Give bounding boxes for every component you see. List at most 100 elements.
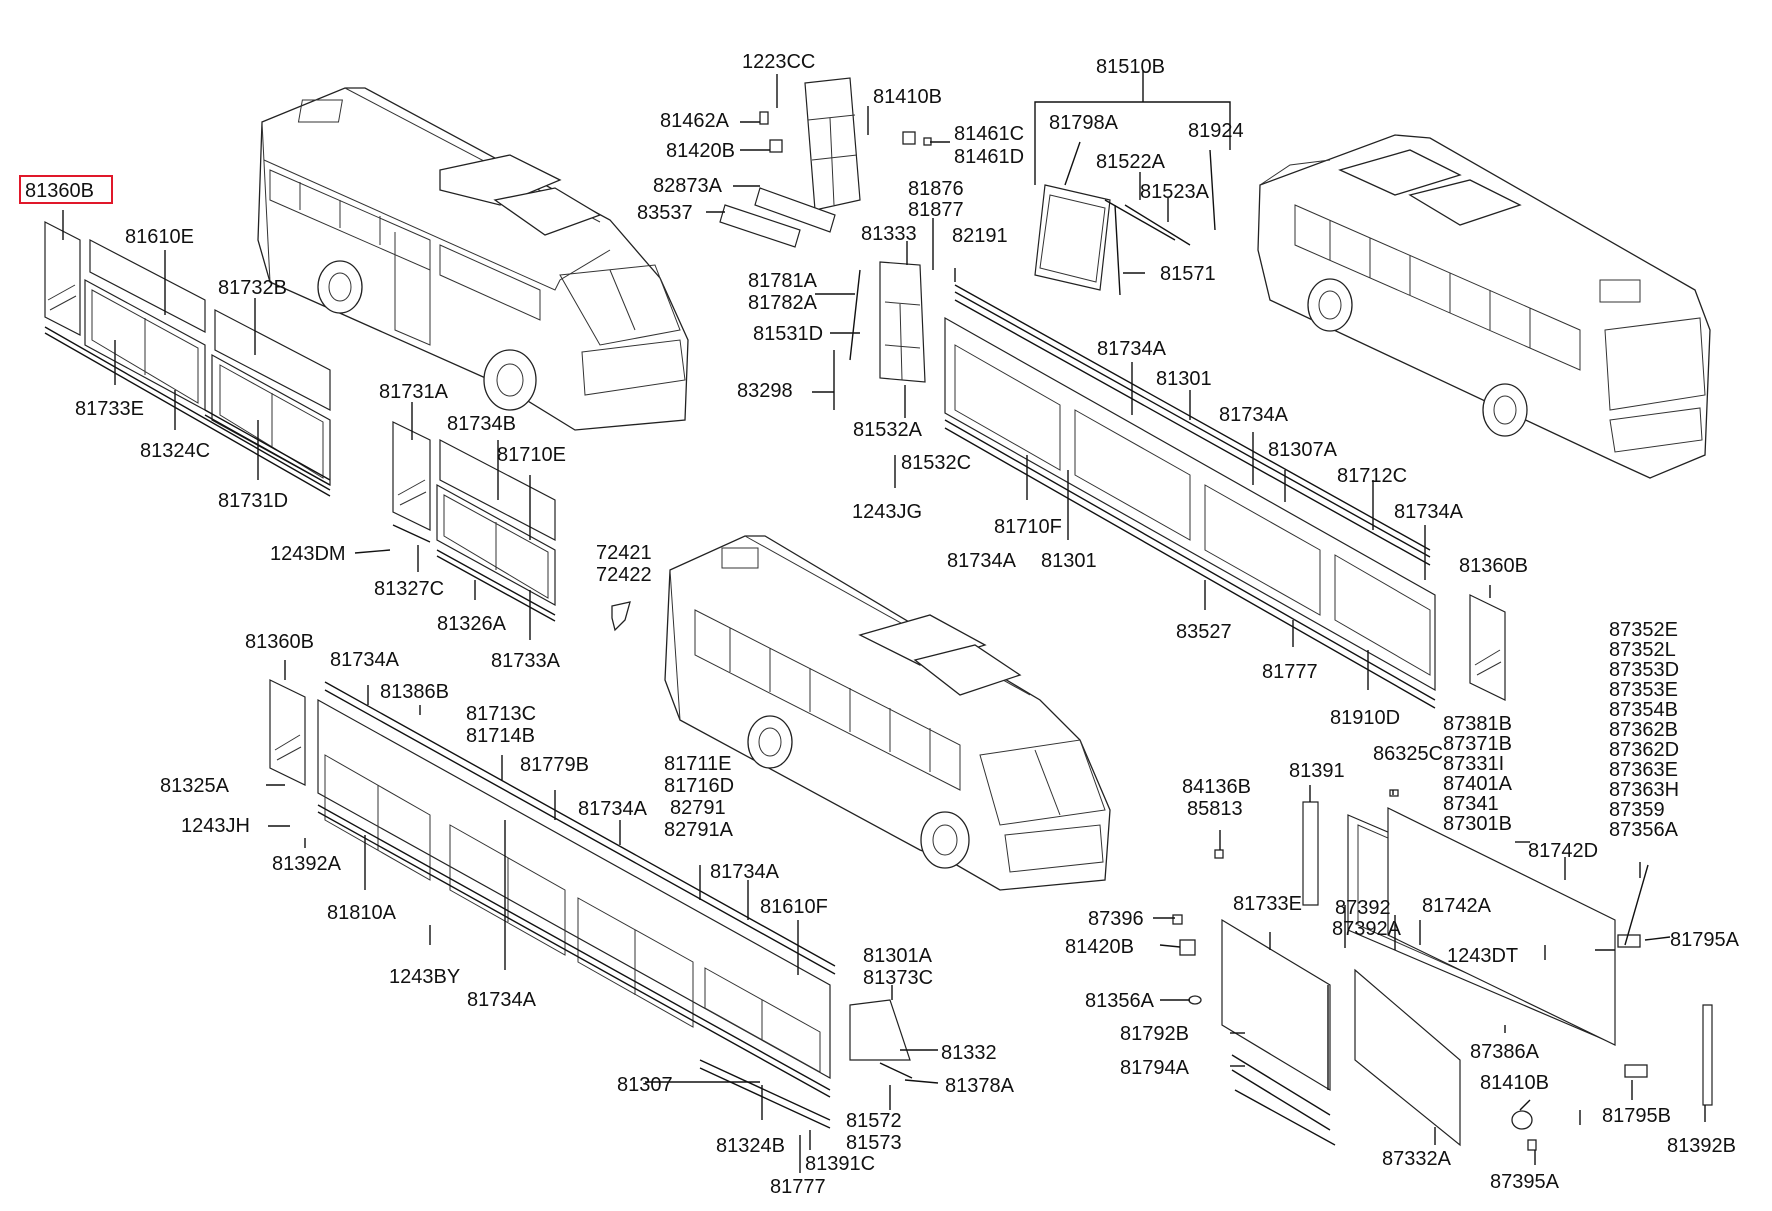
part-label[interactable]: 81391 bbox=[1289, 760, 1345, 782]
part-label[interactable]: 81410B bbox=[1480, 1072, 1549, 1094]
part-label[interactable]: 81360B bbox=[25, 180, 94, 202]
part-label[interactable]: 81733E bbox=[1233, 893, 1302, 915]
part-label[interactable]: 81301 bbox=[1041, 550, 1097, 572]
part-label[interactable]: 81732B bbox=[218, 277, 287, 299]
part-label[interactable]: 83298 bbox=[737, 380, 793, 402]
part-label[interactable]: 87301B bbox=[1443, 813, 1512, 835]
part-label[interactable]: 81710F bbox=[994, 516, 1062, 538]
part-label[interactable]: 81410B bbox=[873, 86, 942, 108]
part-label[interactable]: 81733E bbox=[75, 398, 144, 420]
part-label[interactable]: 81777 bbox=[770, 1176, 826, 1198]
part-label[interactable]: 81360B bbox=[1459, 555, 1528, 577]
part-label[interactable]: 81301 bbox=[1156, 368, 1212, 390]
part-label[interactable]: 81523A bbox=[1140, 181, 1210, 203]
part-label[interactable]: 1243JG bbox=[852, 501, 922, 523]
part-label[interactable]: 81713C bbox=[466, 703, 536, 725]
part-label[interactable]: 81378A bbox=[945, 1075, 1015, 1097]
part-label[interactable]: 87392 bbox=[1335, 897, 1391, 919]
part-label[interactable]: 81781A bbox=[748, 270, 818, 292]
part-label[interactable]: 87332A bbox=[1382, 1148, 1452, 1170]
part-label[interactable]: 81420B bbox=[666, 140, 735, 162]
part-label[interactable]: 1243BY bbox=[389, 966, 460, 988]
part-label[interactable]: 81733A bbox=[491, 650, 561, 672]
part-label[interactable]: 81795A bbox=[1670, 929, 1740, 951]
part-label[interactable]: 81734B bbox=[447, 413, 516, 435]
part-label[interactable]: 87363H bbox=[1609, 779, 1679, 801]
part-label[interactable]: 81532A bbox=[853, 419, 923, 441]
part-label[interactable]: 81571 bbox=[1160, 263, 1216, 285]
part-label[interactable]: 81876 bbox=[908, 178, 964, 200]
part-label[interactable]: 81782A bbox=[748, 292, 818, 314]
part-label[interactable]: 87396 bbox=[1088, 908, 1144, 930]
part-label[interactable]: 81356A bbox=[1085, 990, 1155, 1012]
part-label[interactable]: 81307 bbox=[617, 1074, 673, 1096]
part-label[interactable]: 87352L bbox=[1609, 639, 1676, 661]
part-label[interactable]: 81462A bbox=[660, 110, 730, 132]
part-label[interactable]: 81742D bbox=[1528, 840, 1598, 862]
part-label[interactable]: 87362D bbox=[1609, 739, 1679, 761]
part-label[interactable]: 87353E bbox=[1609, 679, 1678, 701]
part-label[interactable]: 87352E bbox=[1609, 619, 1678, 641]
part-label[interactable]: 81325A bbox=[160, 775, 230, 797]
part-label[interactable]: 84136B bbox=[1182, 776, 1251, 798]
part-label[interactable]: 81531D bbox=[753, 323, 823, 345]
part-label[interactable]: 1243JH bbox=[181, 815, 250, 837]
part-label[interactable]: 87354B bbox=[1609, 699, 1678, 721]
part-label[interactable]: 81798A bbox=[1049, 112, 1119, 134]
part-label[interactable]: 81522A bbox=[1096, 151, 1166, 173]
part-label[interactable]: 81877 bbox=[908, 199, 964, 221]
part-label[interactable]: 82791A bbox=[664, 819, 734, 841]
part-label[interactable]: 81711E bbox=[664, 753, 731, 775]
part-label[interactable]: 81307A bbox=[1268, 439, 1338, 461]
part-label[interactable]: 87356A bbox=[1609, 819, 1679, 841]
part-label[interactable]: 81392A bbox=[272, 853, 342, 875]
part-label[interactable]: 85813 bbox=[1187, 798, 1243, 820]
part-label[interactable]: 82873A bbox=[653, 175, 723, 197]
part-label[interactable]: 72421 bbox=[596, 542, 652, 564]
part-label[interactable]: 81794A bbox=[1120, 1057, 1190, 1079]
part-label[interactable]: 1243DM bbox=[270, 543, 346, 565]
part-label[interactable]: 87363E bbox=[1609, 759, 1678, 781]
part-label[interactable]: 81324B bbox=[716, 1135, 785, 1157]
part-label[interactable]: 81779B bbox=[520, 754, 589, 776]
part-label[interactable]: 81326A bbox=[437, 613, 507, 635]
part-label[interactable]: 81360B bbox=[245, 631, 314, 653]
part-label[interactable]: 81734A bbox=[578, 798, 648, 820]
part-label[interactable]: 81734A bbox=[947, 550, 1017, 572]
part-label[interactable]: 81610E bbox=[125, 226, 194, 248]
part-label[interactable]: 81392B bbox=[1667, 1135, 1736, 1157]
part-label[interactable]: 81420B bbox=[1065, 936, 1134, 958]
part-label[interactable]: 81710E bbox=[497, 444, 566, 466]
part-label[interactable]: 81391C bbox=[805, 1153, 875, 1175]
part-label[interactable]: 87371B bbox=[1443, 733, 1512, 755]
part-label[interactable]: 82791 bbox=[670, 797, 726, 819]
part-label[interactable]: 83527 bbox=[1176, 621, 1232, 643]
part-label[interactable]: 81573 bbox=[846, 1132, 902, 1154]
part-label[interactable]: 81924 bbox=[1188, 120, 1244, 142]
part-label[interactable]: 81333 bbox=[861, 223, 917, 245]
part-label[interactable]: 1223CC bbox=[742, 51, 815, 73]
part-label[interactable]: 87341 bbox=[1443, 793, 1499, 815]
part-label[interactable]: 81714B bbox=[466, 725, 535, 747]
part-label[interactable]: 83537 bbox=[637, 202, 693, 224]
part-label[interactable]: 81810A bbox=[327, 902, 397, 924]
part-label[interactable]: 81734A bbox=[467, 989, 537, 1011]
part-label[interactable]: 81734A bbox=[330, 649, 400, 671]
part-label[interactable]: 81910D bbox=[1330, 707, 1400, 729]
part-label[interactable]: 81792B bbox=[1120, 1023, 1189, 1045]
part-label[interactable]: 81572 bbox=[846, 1110, 902, 1132]
part-label[interactable]: 81734A bbox=[1394, 501, 1464, 523]
part-label[interactable]: 81734A bbox=[1219, 404, 1289, 426]
part-label[interactable]: 87386A bbox=[1470, 1041, 1540, 1063]
part-label[interactable]: 87359 bbox=[1609, 799, 1665, 821]
part-label[interactable]: 81461C bbox=[954, 123, 1024, 145]
part-label[interactable]: 81734A bbox=[710, 861, 780, 883]
part-label[interactable]: 81795B bbox=[1602, 1105, 1671, 1127]
part-label[interactable]: 81461D bbox=[954, 146, 1024, 168]
part-label[interactable]: 81327C bbox=[374, 578, 444, 600]
part-label[interactable]: 81373C bbox=[863, 967, 933, 989]
part-label[interactable]: 87353D bbox=[1609, 659, 1679, 681]
part-label[interactable]: 87331I bbox=[1443, 753, 1504, 775]
part-label[interactable]: 81301A bbox=[863, 945, 933, 967]
part-label[interactable]: 81532C bbox=[901, 452, 971, 474]
